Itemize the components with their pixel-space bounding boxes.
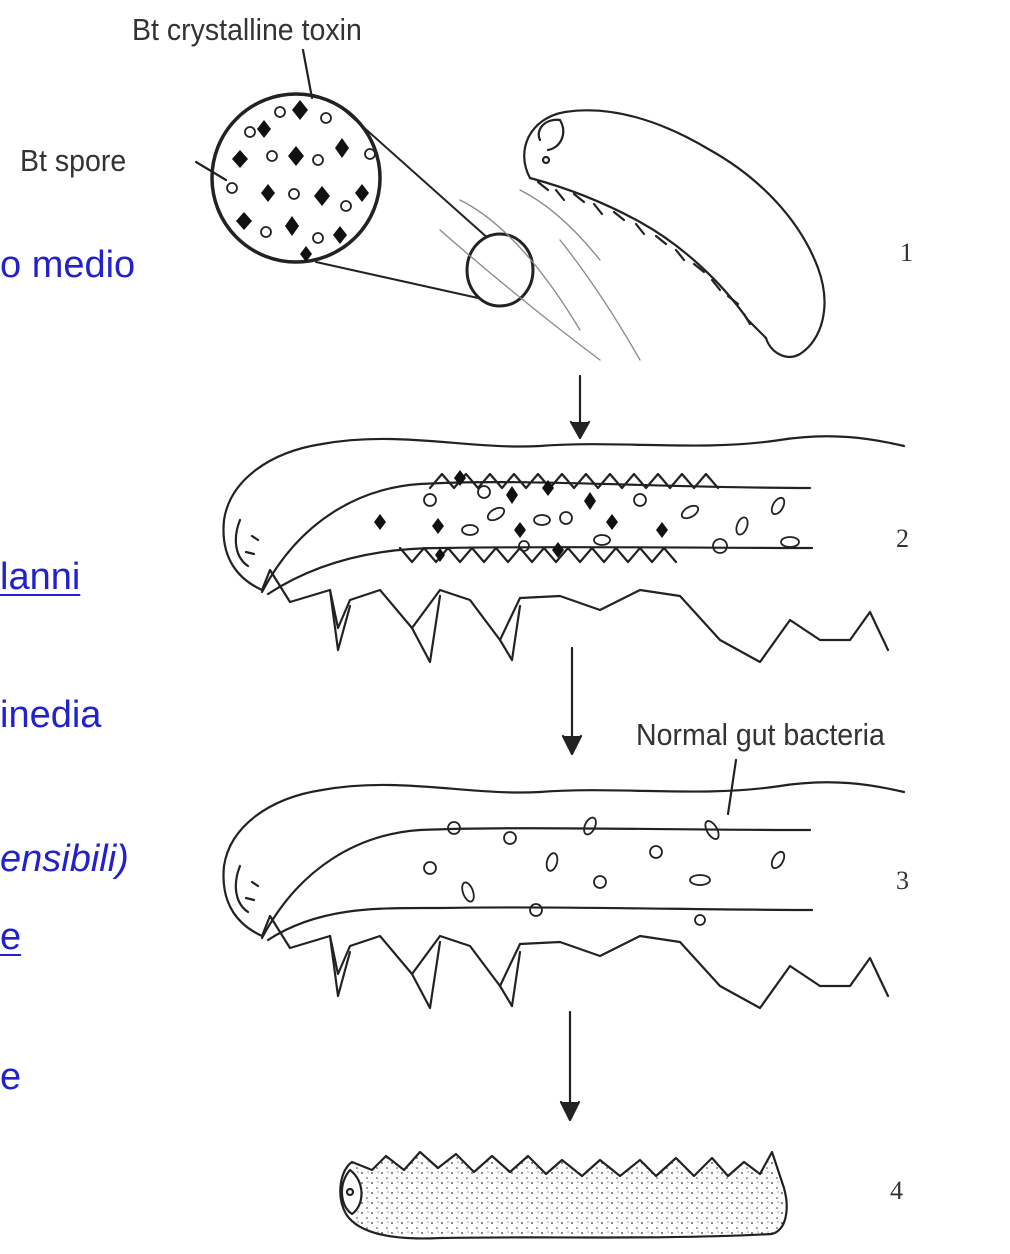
arrow-2-to-3 — [563, 648, 581, 754]
toxin-pointer-line — [303, 50, 312, 98]
toxin-crystals-magnified — [232, 100, 369, 262]
larva-stage-4 — [340, 1152, 786, 1238]
larva-stage-1 — [524, 110, 824, 357]
arrow-1-to-2 — [571, 376, 589, 438]
arrow-3-to-4 — [561, 1012, 579, 1120]
gut-bacteria-pointer-line — [728, 760, 736, 814]
larva-stage-2 — [223, 436, 904, 662]
larva-stage-3 — [223, 782, 904, 1008]
magnified-spore-circle — [212, 94, 533, 306]
